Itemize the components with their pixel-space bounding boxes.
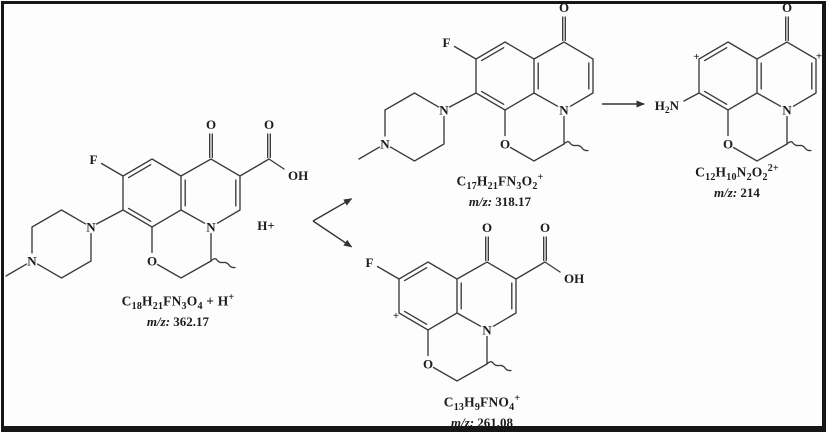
charge-plus: + bbox=[393, 310, 399, 322]
arrow-to-fragment-261 bbox=[312, 220, 353, 248]
charge-plus-right: + bbox=[816, 51, 822, 63]
formula-fragment-318: C17H21FN3O2+ bbox=[456, 172, 544, 193]
charge-plus-left: + bbox=[693, 51, 699, 63]
amine-h2n-label: H2N bbox=[655, 98, 680, 116]
formula-fragment-214: C12H10N2O22+ bbox=[695, 163, 779, 184]
label-precursor-362: C18H21FN3O4 + H+ m/z: 362.17 bbox=[122, 292, 235, 330]
label-fragment-261: C13H9FNO4+ m/z: 261.08 bbox=[444, 393, 520, 431]
mz-fragment-214: m/z: 214 bbox=[714, 185, 760, 201]
mz-fragment-261: m/z: 261.08 bbox=[450, 415, 514, 431]
formula-fragment-261: C13H9FNO4+ bbox=[443, 393, 521, 414]
arrow-to-fragment-318 bbox=[312, 198, 353, 222]
amine-bond bbox=[683, 92, 700, 102]
structure-fragment-261: + bbox=[364, 219, 585, 382]
label-fragment-318: C17H21FN3O2+ m/z: 318.17 bbox=[457, 172, 544, 210]
structure-fragment-214: H2N + + bbox=[655, 0, 822, 162]
formula-precursor-362: C18H21FN3O4 + H+ bbox=[121, 292, 235, 313]
label-fragment-214: C12H10N2O22+ m/z: 214 bbox=[695, 163, 779, 201]
mz-fragment-318: m/z: 318.17 bbox=[468, 194, 532, 210]
structure-fragment-318 bbox=[358, 0, 594, 162]
mz-precursor-362: m/z: 362.17 bbox=[146, 314, 210, 330]
structure-precursor-362: H+ bbox=[5, 116, 309, 279]
h-plus-label: H+ bbox=[257, 218, 275, 233]
fragmentation-arrows bbox=[312, 100, 645, 248]
